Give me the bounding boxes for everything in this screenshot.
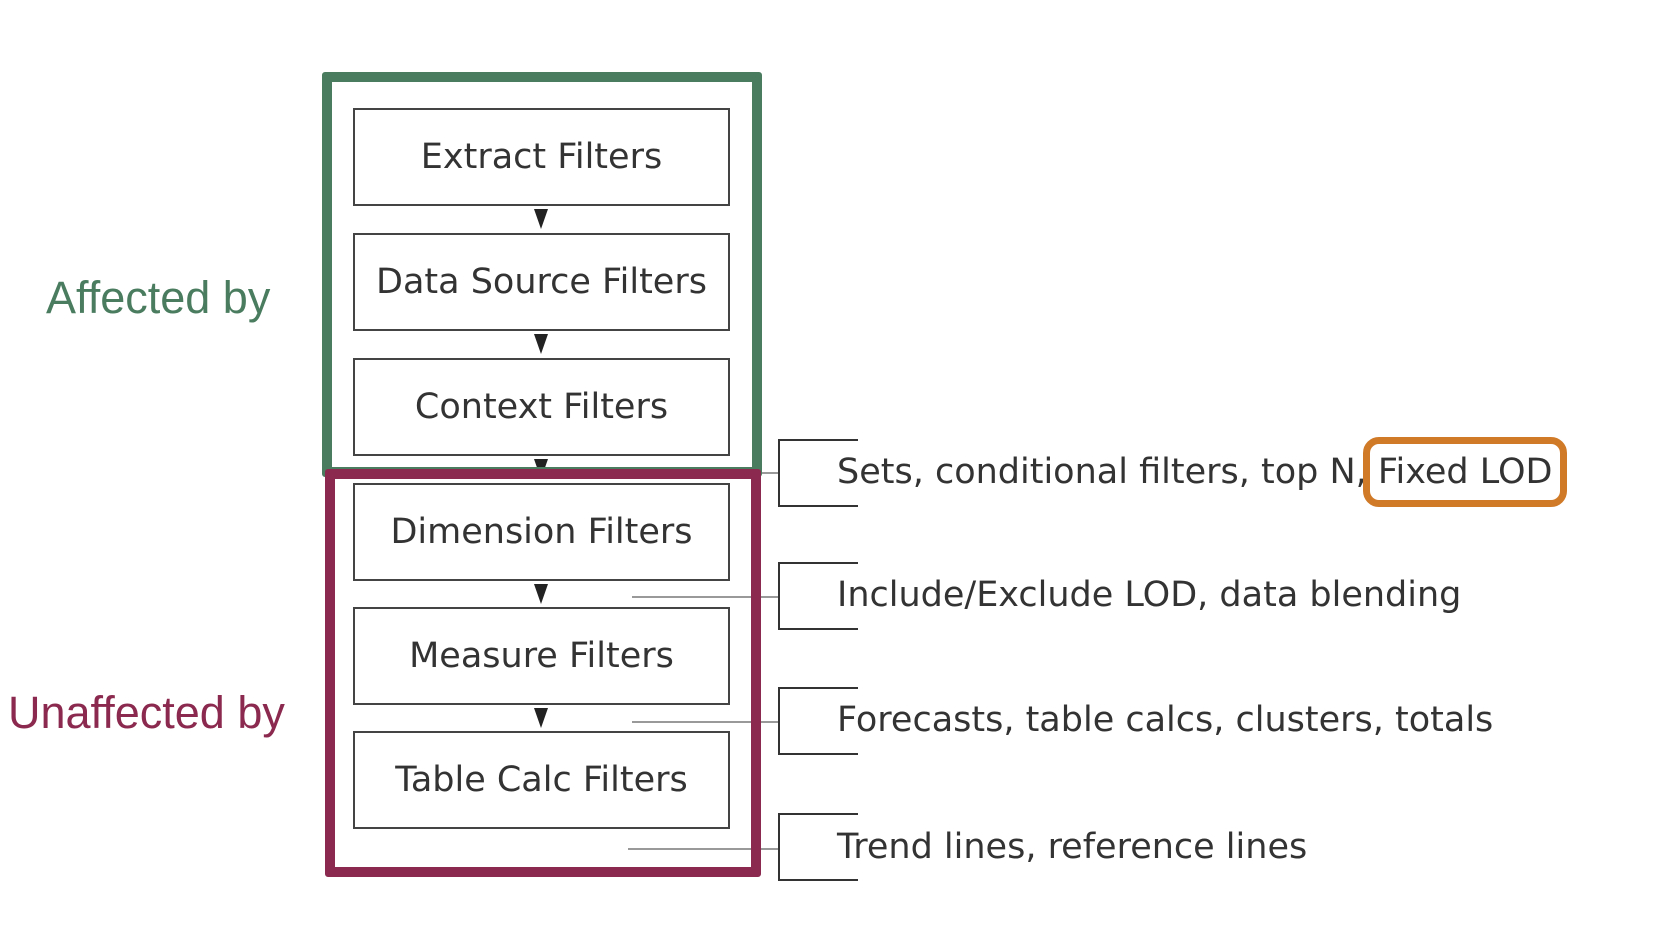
bracket-1 xyxy=(778,439,858,507)
trend-lines-annotation: Trend lines, reference lines xyxy=(837,827,1308,867)
table-calc-filters-box: Table Calc Filters xyxy=(353,731,730,829)
fixed-lod-highlight: Fixed LOD xyxy=(1362,437,1568,507)
unaffected-by-label: Unaffected by xyxy=(8,687,285,738)
sets-annotation: Sets, conditional filters, top N, Fixed … xyxy=(837,437,1568,507)
affected-by-label: Affected by xyxy=(46,272,271,323)
affected-group-frame xyxy=(322,72,762,477)
bracket-4 xyxy=(778,813,858,881)
flow-arrow-4 xyxy=(534,584,548,604)
extract-filters-box: Extract Filters xyxy=(353,108,730,206)
sets-annotation-text: Sets, conditional filters, top N, xyxy=(837,452,1378,492)
unaffected-group-frame xyxy=(325,469,761,877)
flow-arrow-2 xyxy=(534,334,548,354)
connector-line-3 xyxy=(632,721,778,723)
include-exclude-annotation: Include/Exclude LOD, data blending xyxy=(837,575,1462,615)
connector-line-4 xyxy=(628,848,778,850)
context-filters-box: Context Filters xyxy=(353,358,730,456)
dimension-filters-box: Dimension Filters xyxy=(353,483,730,581)
bracket-3 xyxy=(778,687,858,755)
forecasts-annotation: Forecasts, table calcs, clusters, totals xyxy=(837,700,1494,740)
measure-filters-box: Measure Filters xyxy=(353,607,730,705)
flow-arrow-5 xyxy=(534,708,548,728)
bracket-2 xyxy=(778,562,858,630)
connector-line-2 xyxy=(632,596,778,598)
flow-arrow-1 xyxy=(534,209,548,229)
data-source-filters-box: Data Source Filters xyxy=(353,233,730,331)
